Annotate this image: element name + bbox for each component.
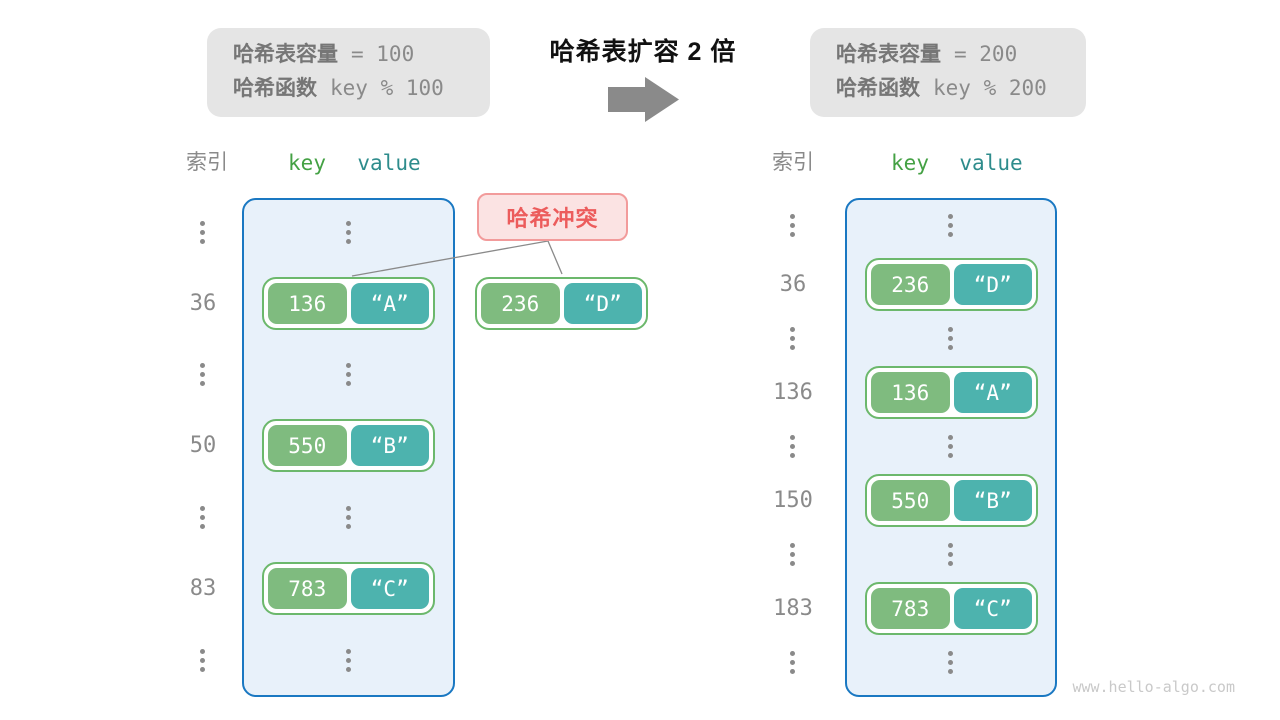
expand-arrow-icon [608, 77, 679, 122]
vertical-ellipsis-icon [790, 214, 795, 237]
value-cell: “C” [953, 588, 1032, 629]
value-cell: “B” [350, 425, 429, 466]
kv-pair-136-A: 136 “A” [262, 277, 435, 330]
right-key-header: key [891, 151, 929, 175]
capacity-label: 哈希表容量 [233, 43, 338, 66]
hash-function-value: key % 100 [330, 76, 444, 100]
left-index-header: 索引 [186, 151, 228, 174]
vertical-ellipsis-icon [200, 649, 205, 672]
key-cell: 136 [871, 372, 950, 413]
hash-collision-callout: 哈希冲突 [477, 193, 628, 241]
kv-pair-783-C: 783 “C” [262, 562, 435, 615]
left-value-header: value [357, 151, 421, 175]
value-cell: “D” [953, 264, 1032, 305]
collision-connector-line-right [547, 240, 563, 275]
capacity-value: = 100 [351, 42, 415, 66]
capacity-value: = 200 [954, 42, 1018, 66]
key-cell: 783 [871, 588, 950, 629]
hash-function-label: 哈希函数 [836, 77, 920, 100]
key-cell: 236 [481, 283, 560, 324]
index-label: 50 [189, 433, 217, 458]
index-label: 36 [779, 272, 807, 297]
capacity-line: 哈希表容量 = 100 [233, 42, 490, 69]
value-cell: “C” [350, 568, 429, 609]
capacity-line: 哈希表容量 = 200 [836, 42, 1086, 69]
key-cell: 236 [871, 264, 950, 305]
vertical-ellipsis-icon [346, 221, 351, 244]
kv-pair-136-A: 136 “A” [865, 366, 1038, 419]
index-label: 83 [189, 576, 217, 601]
vertical-ellipsis-icon [200, 221, 205, 244]
vertical-ellipsis-icon [346, 363, 351, 386]
vertical-ellipsis-icon [790, 543, 795, 566]
kv-pair-550-B: 550 “B” [865, 474, 1038, 527]
watermark: www.hello-algo.com [1072, 678, 1235, 696]
right-value-header: value [959, 151, 1023, 175]
vertical-ellipsis-icon [790, 327, 795, 350]
right-index-header: 索引 [772, 151, 814, 174]
vertical-ellipsis-icon [948, 543, 953, 566]
kv-pair-236-D: 236 “D” [865, 258, 1038, 311]
index-label: 183 [773, 596, 813, 621]
value-cell: “A” [953, 372, 1032, 413]
key-cell: 136 [268, 283, 347, 324]
index-label: 150 [773, 488, 813, 513]
kv-pair-550-B: 550 “B” [262, 419, 435, 472]
vertical-ellipsis-icon [790, 435, 795, 458]
diagram-title: 哈希表扩容 2 倍 [549, 38, 737, 66]
hash-function-value: key % 200 [933, 76, 1047, 100]
value-cell: “B” [953, 480, 1032, 521]
index-label: 36 [189, 291, 217, 316]
value-cell: “D” [563, 283, 642, 324]
vertical-ellipsis-icon [948, 435, 953, 458]
vertical-ellipsis-icon [346, 506, 351, 529]
key-cell: 550 [268, 425, 347, 466]
vertical-ellipsis-icon [200, 363, 205, 386]
vertical-ellipsis-icon [200, 506, 205, 529]
key-cell: 550 [871, 480, 950, 521]
capacity-info-box-after: 哈希表容量 = 200 哈希函数 key % 200 [810, 28, 1086, 117]
left-key-header: key [288, 151, 326, 175]
kv-pair-236-D: 236 “D” [475, 277, 648, 330]
vertical-ellipsis-icon [790, 651, 795, 674]
hash-function-label: 哈希函数 [233, 77, 317, 100]
vertical-ellipsis-icon [948, 214, 953, 237]
vertical-ellipsis-icon [346, 649, 351, 672]
capacity-info-box-before: 哈希表容量 = 100 哈希函数 key % 100 [207, 28, 490, 117]
value-cell: “A” [350, 283, 429, 324]
kv-pair-783-C: 783 “C” [865, 582, 1038, 635]
hash-function-line: 哈希函数 key % 200 [836, 76, 1086, 103]
vertical-ellipsis-icon [948, 327, 953, 350]
index-label: 136 [773, 380, 813, 405]
hash-function-line: 哈希函数 key % 100 [233, 76, 490, 103]
key-cell: 783 [268, 568, 347, 609]
vertical-ellipsis-icon [948, 651, 953, 674]
capacity-label: 哈希表容量 [836, 43, 941, 66]
